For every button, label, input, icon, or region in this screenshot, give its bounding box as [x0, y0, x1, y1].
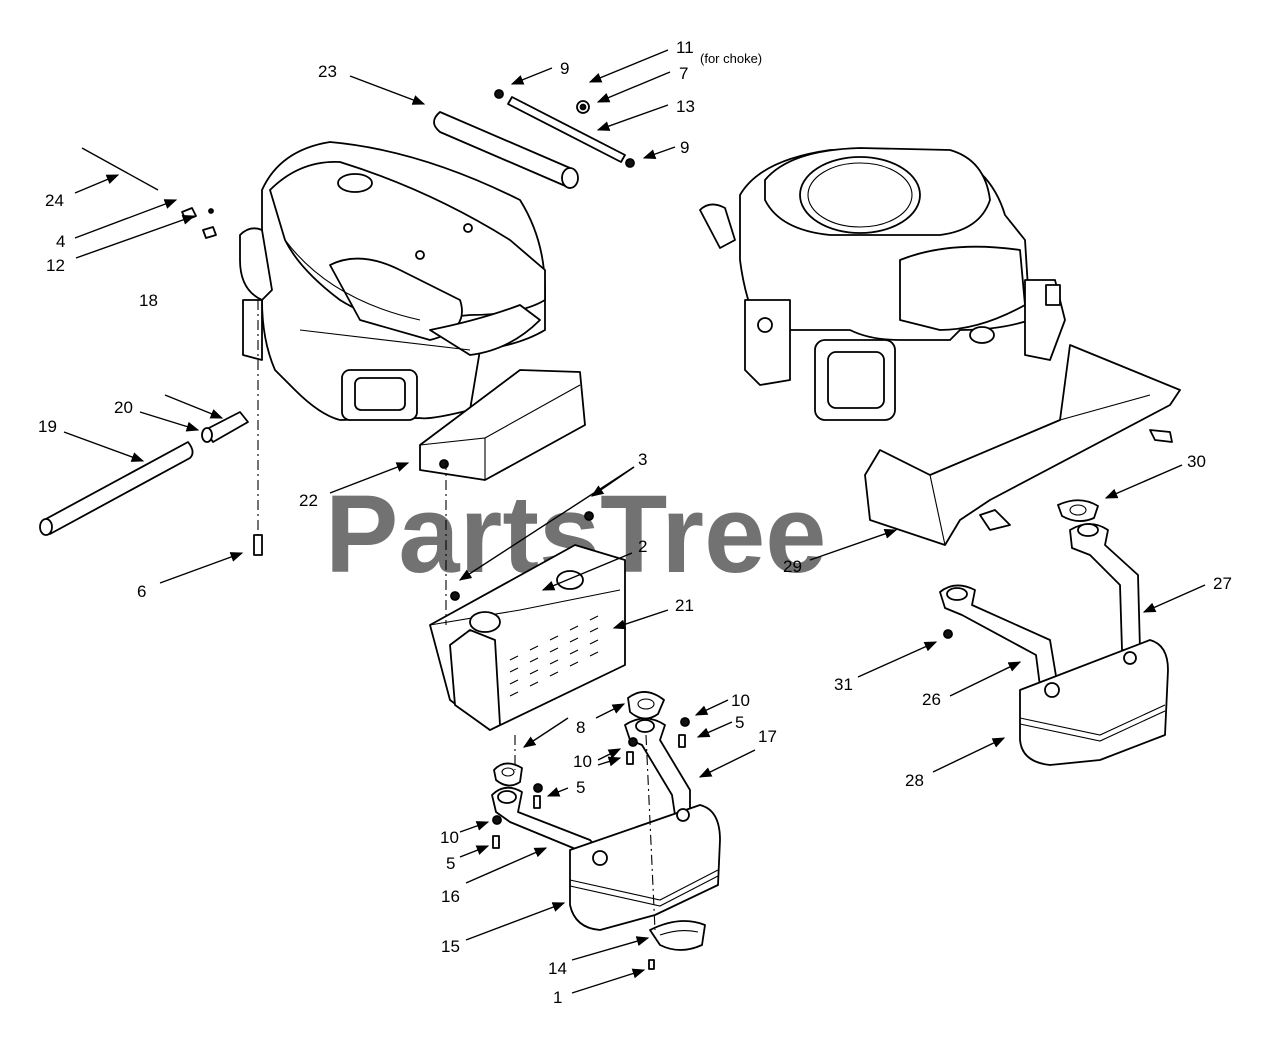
part-1-screw	[648, 959, 655, 970]
callout-18: 18	[139, 291, 158, 310]
part-17-exhaust-pipe	[624, 717, 691, 816]
part-5-bolt	[626, 751, 634, 765]
part-29-heat-shield	[864, 344, 1181, 546]
part-10-nut	[492, 815, 502, 825]
callout-14: 14	[548, 959, 567, 978]
callout-9: 9	[560, 59, 569, 78]
alignment-line	[645, 734, 656, 931]
part-8-gasket	[627, 691, 665, 720]
part-19-fuel-line	[39, 441, 194, 536]
callout-15: 15	[441, 937, 460, 956]
callout-24: 24	[45, 191, 64, 210]
callout-19: 19	[38, 417, 57, 436]
part-5-bolt	[492, 835, 500, 849]
callout-26: 26	[922, 690, 941, 709]
callout-29: 29	[783, 557, 802, 576]
part-28-muffler	[1019, 639, 1169, 766]
callout-1: 1	[553, 988, 562, 1007]
callout-12: 12	[46, 256, 65, 275]
callout-21: 21	[675, 596, 694, 615]
callout-2: 2	[638, 537, 647, 556]
part-30-gasket	[1057, 499, 1099, 522]
part-27-exhaust-pipe	[1069, 523, 1141, 651]
leader-lines	[63, 49, 1206, 994]
part-23-tube	[433, 111, 579, 189]
callout-23: 23	[318, 62, 337, 81]
callout-5: 5	[576, 778, 585, 797]
callout-11: 11	[676, 38, 694, 57]
part-10-nut	[533, 783, 543, 793]
callout-11-note: (for choke)	[700, 51, 762, 66]
callout-10: 10	[440, 828, 459, 847]
callout-28: 28	[905, 771, 924, 790]
part-7-bushing	[576, 100, 590, 114]
callout-6: 6	[137, 582, 146, 601]
part-10-nut	[680, 717, 690, 727]
callout-13: 13	[676, 97, 695, 116]
callout-4: 4	[56, 232, 65, 251]
part-21-muffler-guard	[429, 511, 626, 731]
callout-30: 30	[1187, 452, 1206, 471]
part-5-bolt	[678, 734, 686, 748]
callout-20: 20	[114, 398, 133, 417]
part-13-rod	[507, 96, 626, 163]
part-24-cable-tie	[81, 147, 159, 191]
part-18-20-fuel-filter	[201, 411, 249, 443]
part-9-clip	[494, 89, 504, 99]
callout-5: 5	[446, 854, 455, 873]
callout-9: 9	[680, 138, 689, 157]
callout-27: 27	[1213, 574, 1232, 593]
callout-5: 5	[735, 713, 744, 732]
part-8-gasket	[493, 762, 523, 787]
callout-16: 16	[441, 887, 460, 906]
callout-7: 7	[679, 64, 688, 83]
callout-8: 8	[576, 718, 585, 737]
callout-31: 31	[834, 675, 853, 694]
callout-22: 22	[299, 491, 318, 510]
left-engine	[239, 141, 546, 421]
part-10-nut	[628, 737, 638, 747]
part-5-bolt	[533, 795, 541, 809]
part-9-clip	[625, 158, 635, 168]
callout-17: 17	[758, 727, 777, 746]
right-engine	[699, 147, 1066, 421]
part-26-exhaust-pipe	[939, 584, 1061, 703]
part-12-screw	[202, 208, 217, 239]
part-14-deflector	[649, 920, 706, 951]
part-31-nut	[943, 629, 953, 639]
callout-10: 10	[731, 691, 750, 710]
part-6-bolt	[253, 534, 263, 556]
callout-10: 10	[573, 752, 592, 771]
callout-3: 3	[638, 450, 647, 469]
part-15-muffler	[569, 804, 721, 931]
callout-labels: 23 9 11 (for choke) 7 13 9 24 4 12 18 20…	[38, 38, 1232, 1007]
